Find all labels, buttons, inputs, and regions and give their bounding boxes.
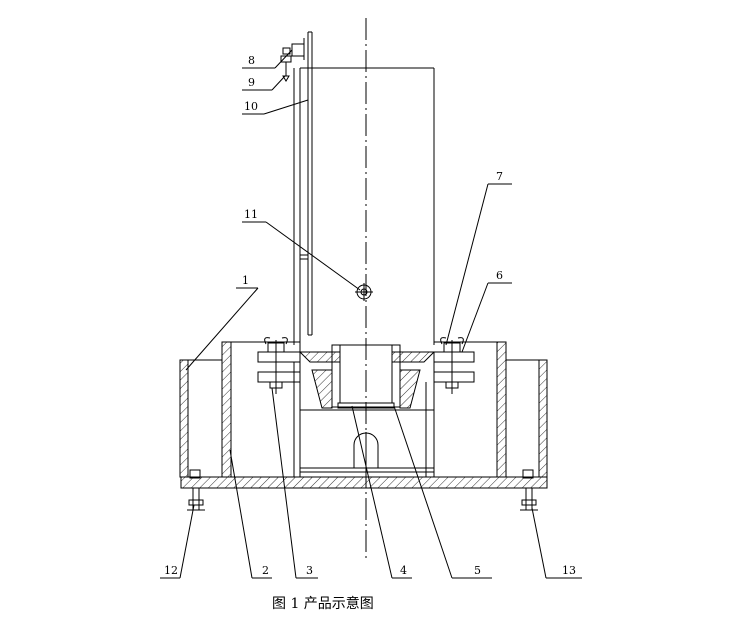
outer-wall-right	[506, 359, 548, 478]
label-6: 6	[496, 269, 503, 282]
label-3: 3	[306, 564, 313, 577]
label-2: 2	[262, 564, 269, 577]
label-5: 5	[474, 564, 481, 577]
foot-left	[187, 469, 205, 511]
label-10: 10	[244, 100, 258, 113]
foot-right	[520, 469, 538, 511]
lifting-piece	[353, 432, 379, 468]
label-7: 7	[496, 170, 503, 183]
label-1: 1	[242, 274, 249, 287]
hopper	[298, 351, 436, 409]
figure-caption: 图 1 产品示意图	[272, 595, 374, 612]
central-tube	[331, 344, 401, 409]
base-plate	[180, 476, 548, 489]
label-13: 13	[562, 564, 576, 577]
label-12: 12	[164, 564, 178, 577]
top-clamp	[280, 38, 305, 82]
side-gauge	[299, 31, 313, 336]
gauge-marker	[355, 283, 373, 301]
leader-lines	[160, 49, 582, 579]
wing-nuts	[264, 337, 464, 345]
label-4: 4	[400, 564, 407, 577]
flange-right	[433, 340, 475, 394]
upper-cylinder	[293, 67, 435, 345]
label-8: 8	[248, 54, 255, 67]
inner-frame	[293, 345, 435, 477]
outer-wall-left	[179, 359, 222, 478]
label-11: 11	[244, 208, 258, 221]
inner-wall-right	[434, 341, 507, 478]
label-9: 9	[248, 76, 255, 89]
